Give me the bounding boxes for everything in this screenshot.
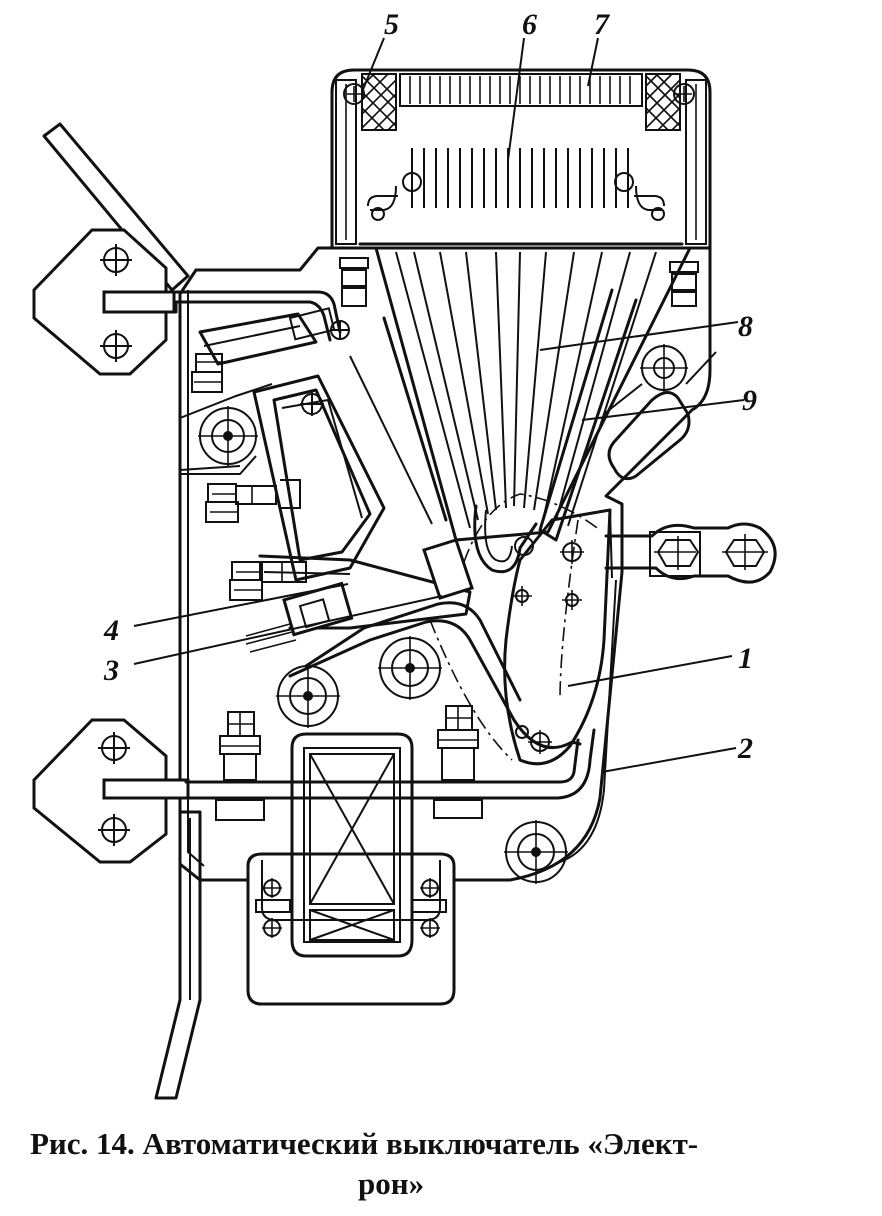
arc-chute-fan [349, 246, 692, 542]
lever-pivot-2 [512, 586, 532, 606]
arc-chute-housing [330, 68, 712, 307]
lower-nut-right [433, 705, 483, 819]
terminal-plate-upper [32, 228, 176, 376]
screw-left [339, 83, 369, 307]
crosshair-upper-1 [100, 244, 132, 276]
callout-9: 9 [742, 384, 757, 417]
fixed-contact-assembly [191, 307, 474, 653]
insulator-hatch-left [361, 73, 397, 131]
arc-splitter-plates [367, 148, 665, 221]
arc-chute-cover-grid [399, 73, 643, 107]
leader-lines [133, 37, 745, 773]
breaker-diagram: 5 6 7 8 9 4 3 1 2 [32, 8, 777, 1100]
callout-2: 2 [737, 732, 753, 765]
lower-nut-left [215, 711, 265, 821]
lower-busbar [154, 728, 596, 1100]
moving-contact-arm [288, 493, 612, 766]
operating-handle [604, 522, 777, 584]
mount-boss-center [378, 636, 442, 700]
mount-boss-lower-left [276, 664, 340, 728]
insulator-hatch-right [645, 73, 681, 131]
latch-slot [603, 344, 717, 481]
caption-line-1: Рис. 14. Автоматический выключатель «Эле… [30, 1126, 699, 1161]
callout-7: 7 [594, 8, 610, 41]
callout-3: 3 [103, 654, 119, 687]
terminal-plate-lower [32, 718, 190, 864]
callout-4: 4 [103, 614, 119, 647]
lever-pivot-4 [528, 730, 552, 754]
callout-5: 5 [384, 8, 399, 41]
mount-boss-lower-right [504, 820, 568, 884]
crosshair-upper-2 [100, 330, 132, 362]
coil-bolt-right [411, 878, 447, 938]
screw-right [669, 83, 699, 307]
mount-boss-left [198, 406, 258, 466]
callout-8: 8 [738, 310, 753, 343]
crosshair-lower-2 [98, 814, 130, 846]
mount-small-1 [515, 725, 529, 739]
callout-6: 6 [522, 8, 537, 41]
callout-1: 1 [738, 642, 753, 675]
nut-stack-1 [191, 353, 223, 393]
caption-line-2: рон» [358, 1166, 425, 1201]
lever-pivot-1 [560, 540, 584, 564]
trip-coil-housing [246, 732, 456, 1006]
lever-pivot-3 [562, 590, 582, 610]
nut-stack-3 [229, 561, 307, 601]
coil-winding-cross [309, 753, 395, 941]
nut-stack-2 [205, 479, 301, 523]
coil-bolt-left [255, 878, 291, 938]
crosshair-lower-1 [98, 732, 130, 764]
figure-caption: Рис. 14. Автоматический выключатель «Эле… [0, 1124, 882, 1204]
